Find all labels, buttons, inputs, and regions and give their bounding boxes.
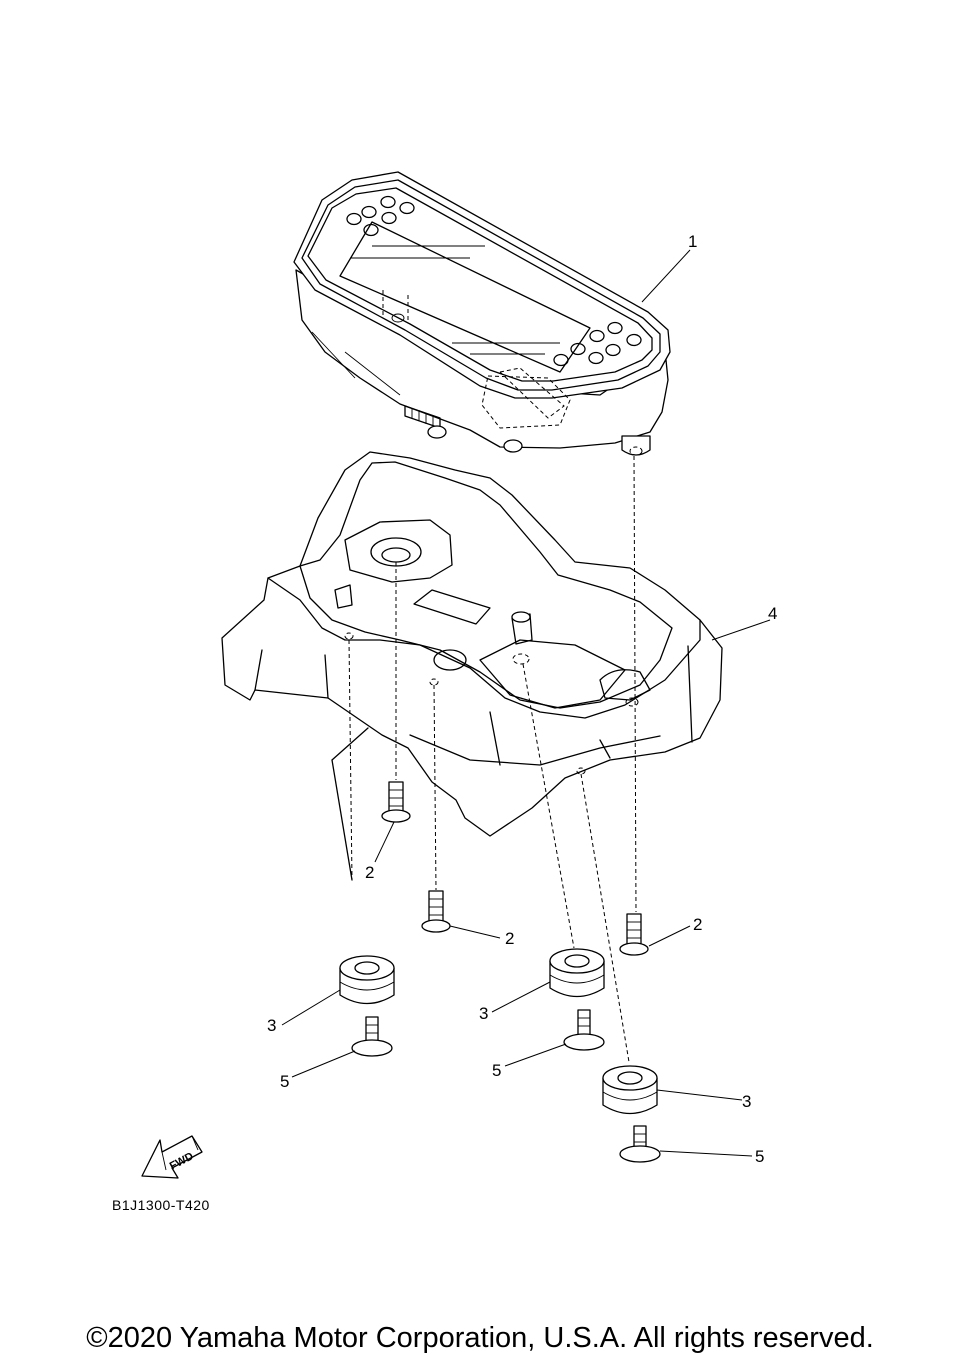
screw-2a [381,781,411,823]
meter-assembly [293,171,671,456]
callout-5a: 5 [280,1072,289,1091]
callout-2b: 2 [505,929,514,948]
callout-3c: 3 [742,1092,751,1111]
screw-2c [619,913,649,956]
grommet-3a [339,955,395,1005]
callout-5b: 5 [492,1061,501,1080]
copyright-notice: ©2020 Yamaha Motor Corporation, U.S.A. A… [86,1322,874,1354]
fwd-arrow-icon: FWD [141,1135,203,1179]
callout-3b: 3 [479,1004,488,1023]
diagram-part-code: B1J1300-T420 [112,1197,210,1213]
collar-screw-5c [619,1125,661,1163]
callout-2a: 2 [365,863,374,882]
screw-2b [421,890,451,933]
collar-screw-5a [351,1016,393,1057]
callout-4: 4 [768,604,777,623]
grommet-3c [602,1065,658,1115]
callout-3a: 3 [267,1016,276,1035]
callout-1: 1 [688,232,697,251]
collar-screw-5b [563,1009,605,1051]
callout-numbers: 1 4 2 2 2 3 3 3 5 5 5 [267,232,777,1166]
grommet-3b [549,948,605,998]
leader-lines [281,249,771,1157]
callout-5c: 5 [755,1147,764,1166]
meter-bracket [221,451,723,881]
assembly-lines [348,455,637,1063]
callout-2c: 2 [693,915,702,934]
